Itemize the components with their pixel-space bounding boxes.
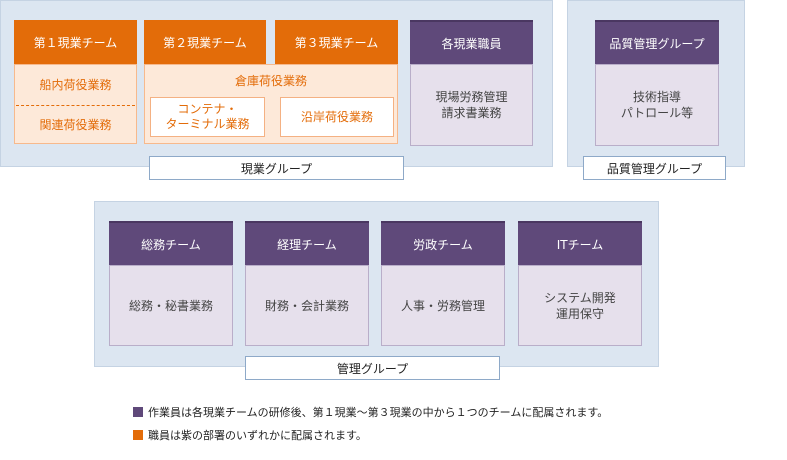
quality-duties: 技術指導 パトロール等 [595, 64, 719, 146]
team1-duty-separator [16, 105, 135, 106]
team1-duty-1: 船内荷役業務 [39, 77, 112, 92]
team1-body [14, 64, 137, 144]
purple-square-icon [133, 407, 143, 417]
container-terminal-duty: コンテナ・ ターミナル業務 [150, 97, 265, 137]
admin-group-label: 管理グループ [245, 356, 500, 380]
legend-item-worker: 作業員は各現業チームの研修後、第１現業～第３現業の中から１つのチームに配属されま… [133, 404, 733, 420]
labor-team-header: 労政チーム [381, 221, 505, 265]
team1-header: 第１現業チーム [14, 20, 137, 64]
legend-item-staff: 職員は紫の部署のいずれかに配属されます。 [133, 427, 733, 443]
team1-duty-2: 関連荷役業務 [39, 117, 112, 132]
labor-team-duties: 人事・労務管理 [381, 265, 505, 346]
staff-header: 各現業職員 [410, 20, 533, 64]
orange-square-icon [133, 430, 143, 440]
accounting-team-header: 経理チーム [245, 221, 369, 265]
staff-duties: 現場労務管理 請求書業務 [410, 64, 533, 146]
general-affairs-team-duties: 総務・秘書業務 [109, 265, 233, 346]
it-team-header: ITチーム [518, 221, 642, 265]
quality-group-label: 品質管理グループ [583, 156, 726, 180]
accounting-team-duties: 財務・会計業務 [245, 265, 369, 346]
quality-header: 品質管理グループ [595, 20, 719, 64]
genba-group-label: 現業グループ [149, 156, 404, 180]
team2-header: 第２現業チーム [144, 20, 266, 64]
warehouse-duty-title: 倉庫荷役業務 [234, 73, 307, 88]
it-team-duties: システム開発 運用保守 [518, 265, 642, 346]
general-affairs-team-header: 総務チーム [109, 221, 233, 265]
legend-text-worker: 作業員は各現業チームの研修後、第１現業～第３現業の中から１つのチームに配属されま… [148, 406, 609, 419]
legend-text-staff: 職員は紫の部署のいずれかに配属されます。 [148, 429, 367, 442]
coastal-duty: 沿岸荷役業務 [280, 97, 394, 137]
team3-header: 第３現業チーム [275, 20, 398, 64]
